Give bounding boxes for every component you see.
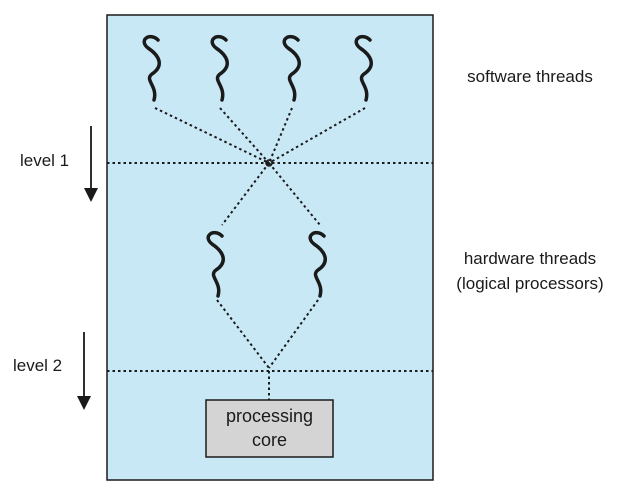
connection-line (268, 162, 321, 226)
squiggle-thread-icon (142, 35, 161, 102)
connection-line (268, 107, 293, 164)
level1-label: level 1 (20, 151, 69, 170)
level2-label: level 2 (13, 356, 62, 375)
down-arrow-icon (77, 332, 91, 410)
software-threads-label: software threads (467, 67, 593, 86)
connection-line (268, 107, 366, 164)
squiggle-thread-icon (308, 231, 327, 298)
hardware-to-core-connections (216, 299, 319, 400)
connection-line (154, 107, 270, 164)
logical-processors-label: (logical processors) (456, 274, 603, 293)
software-threads (142, 35, 373, 102)
hardware-threads-label: hardware threads (464, 249, 596, 268)
squiggle-thread-icon (354, 35, 373, 102)
core-label-line1: processing (226, 406, 313, 426)
down-arrow-icon (84, 126, 98, 202)
software-to-hardware-connections (154, 107, 366, 226)
squiggle-thread-icon (206, 231, 225, 298)
squiggle-thread-icon (282, 35, 301, 102)
core-label-line2: core (252, 430, 287, 450)
connection-line (221, 162, 270, 226)
processing-core (205, 399, 334, 458)
scheduler-node (265, 159, 273, 167)
hardware-threads (206, 231, 327, 298)
squiggle-thread-icon (210, 35, 229, 102)
connection-line (219, 107, 270, 164)
